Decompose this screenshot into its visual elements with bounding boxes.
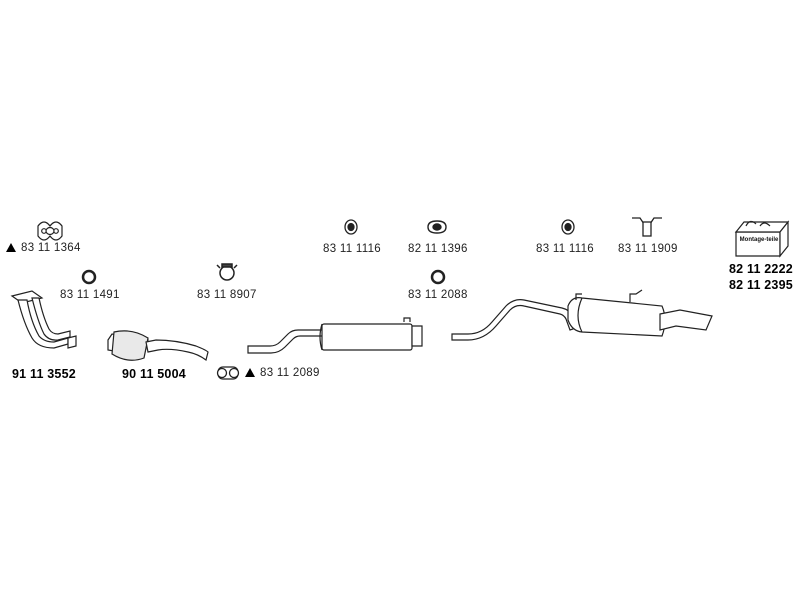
- part-label-p1: 83 11 1364: [6, 242, 81, 254]
- warning-triangle-icon: [6, 243, 16, 252]
- gasket-icon: [37, 221, 63, 241]
- rubber-mount-icon: [561, 219, 575, 235]
- front-pipe-icon: [10, 290, 77, 349]
- part-label-p4: 83 11 8907: [197, 289, 257, 301]
- part-label-p13: 82 11 2395: [729, 278, 793, 292]
- rear-silencer-icon: [451, 289, 713, 341]
- hanger-icon: [632, 217, 662, 237]
- gasket-icon: [427, 220, 447, 234]
- part-label-p12: 82 11 2222: [729, 262, 793, 276]
- catalyst-icon: [107, 330, 209, 362]
- kit-label: Montage-teile: [739, 237, 779, 243]
- mounting-kit-icon: [734, 220, 790, 258]
- clamp-icon: [216, 263, 238, 281]
- ring-icon: [430, 269, 446, 285]
- part-label-p5: 90 11 5004: [122, 367, 186, 381]
- part-label-p7: 83 11 1116: [323, 243, 381, 255]
- part-label-p8: 82 11 1396: [408, 243, 468, 255]
- warning-triangle-icon: [245, 368, 255, 377]
- ring-icon: [81, 269, 97, 285]
- part-label-p6: 83 11 2089: [245, 367, 320, 379]
- part-label-p3: 91 11 3552: [12, 367, 76, 381]
- pipe-clamp-icon: [216, 366, 240, 380]
- part-label-p2: 83 11 1491: [60, 289, 120, 301]
- rubber-mount-icon: [344, 219, 358, 235]
- middle-silencer-icon: [247, 317, 423, 354]
- part-label-p10: 83 11 1116: [536, 243, 594, 255]
- part-label-p9: 83 11 2088: [408, 289, 468, 301]
- part-label-p11: 83 11 1909: [618, 243, 678, 255]
